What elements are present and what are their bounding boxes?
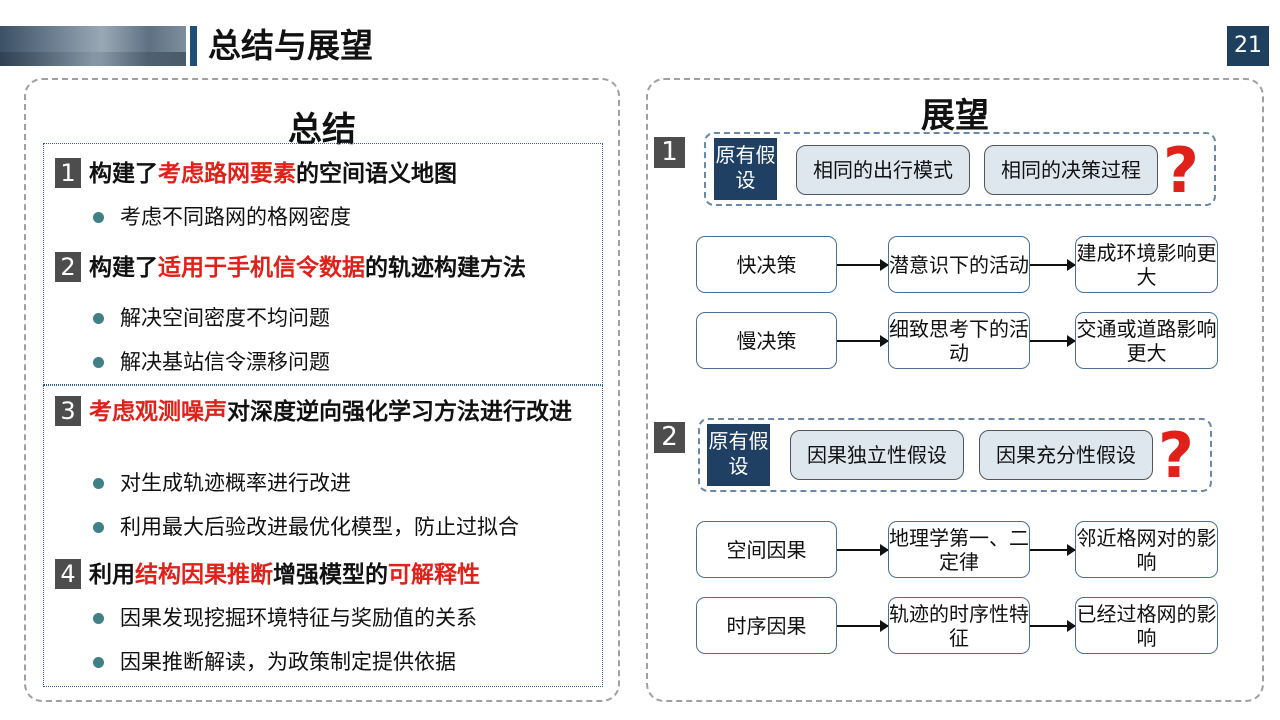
- section-title: 构建了适用于手机信令数据的轨迹构建方法: [89, 255, 526, 281]
- header-banner-image: [0, 26, 186, 66]
- assumption-box-2: [698, 418, 1212, 492]
- outlook-panel: [646, 78, 1264, 702]
- title-accent-bar: [190, 26, 197, 66]
- flow-box: 时序因果: [696, 597, 837, 654]
- summary-bullet: 因果发现挖掘环境特征与奖励值的关系: [93, 604, 477, 632]
- section-number: 3: [55, 396, 81, 426]
- summary-section-4: 4 利用结构因果推断增强模型的可解释性: [55, 559, 480, 591]
- question-mark-icon: ?: [1163, 134, 1199, 207]
- summary-bullet: 因果推断解读，为政策制定提供依据: [93, 648, 456, 676]
- section-title: 考虑观测噪声对深度逆向强化学习方法进行改进: [89, 399, 572, 425]
- arrow-icon: [837, 335, 889, 347]
- summary-bullet: 对生成轨迹概率进行改进: [93, 469, 351, 497]
- arrow-icon: [1030, 620, 1076, 632]
- bullet-dot: [93, 477, 104, 489]
- bullet-dot: [93, 211, 104, 223]
- summary-box-upper: [43, 143, 603, 385]
- bullet-dot: [93, 356, 104, 368]
- bullet-dot: [93, 521, 104, 533]
- summary-bullet: 解决基站信令漂移问题: [93, 348, 330, 376]
- section-title: 构建了考虑路网要素的空间语义地图: [89, 161, 457, 187]
- outlook-number-1: 1: [654, 137, 685, 168]
- assumption-pill: 相同的出行模式: [796, 145, 970, 195]
- summary-section-3: 3 考虑观测噪声对深度逆向强化学习方法进行改进: [55, 396, 605, 428]
- flow-box: 地理学第一、二定律: [888, 521, 1030, 578]
- original-assumption-label: 原有假设: [707, 424, 770, 486]
- arrow-icon: [1030, 335, 1076, 347]
- flow-box: 细致思考下的活动: [888, 312, 1030, 369]
- bullet-dot: [93, 312, 104, 324]
- section-number: 2: [55, 252, 81, 282]
- outlook-heading: 展望: [921, 96, 989, 136]
- section-title: 利用结构因果推断增强模型的可解释性: [89, 562, 480, 588]
- bullet-dot: [93, 656, 104, 668]
- arrow-icon: [837, 620, 889, 632]
- flow-box: 潜意识下的活动: [888, 236, 1030, 293]
- arrow-icon: [837, 259, 889, 271]
- summary-panel: [24, 78, 620, 702]
- summary-section-2: 2 构建了适用于手机信令数据的轨迹构建方法: [55, 252, 526, 284]
- flow-box: 邻近格网对的影响: [1075, 521, 1218, 578]
- summary-bullet: 考虑不同路网的格网密度: [93, 203, 351, 231]
- bullet-dot: [93, 612, 104, 624]
- summary-section-1: 1 构建了考虑路网要素的空间语义地图: [55, 158, 457, 190]
- flow-box: 慢决策: [696, 312, 837, 369]
- flow-box: 快决策: [696, 236, 837, 293]
- arrow-icon: [837, 544, 889, 556]
- assumption-pill: 相同的决策过程: [984, 145, 1158, 195]
- original-assumption-label: 原有假设: [714, 138, 777, 200]
- outlook-number-2: 2: [654, 422, 685, 453]
- section-number: 1: [55, 158, 81, 188]
- flow-box: 轨迹的时序性特征: [888, 597, 1030, 654]
- summary-bullet: 利用最大后验改进最优化模型，防止过拟合: [93, 513, 519, 541]
- flow-box: 空间因果: [696, 521, 837, 578]
- page-title: 总结与展望: [208, 26, 373, 65]
- summary-bullet: 解决空间密度不均问题: [93, 304, 330, 332]
- flow-box: 建成环境影响更大: [1075, 236, 1218, 293]
- arrow-icon: [1030, 544, 1076, 556]
- assumption-pill: 因果独立性假设: [790, 430, 964, 480]
- arrow-icon: [1030, 259, 1076, 271]
- page-number: 21: [1227, 26, 1269, 66]
- assumption-box-1: [704, 132, 1216, 206]
- assumption-pill: 因果充分性假设: [979, 430, 1153, 480]
- summary-box-lower: [43, 385, 603, 687]
- question-mark-icon: ?: [1158, 419, 1194, 492]
- flow-box: 交通或道路影响更大: [1075, 312, 1218, 369]
- section-number: 4: [55, 559, 81, 589]
- flow-box: 已经过格网的影响: [1075, 597, 1218, 654]
